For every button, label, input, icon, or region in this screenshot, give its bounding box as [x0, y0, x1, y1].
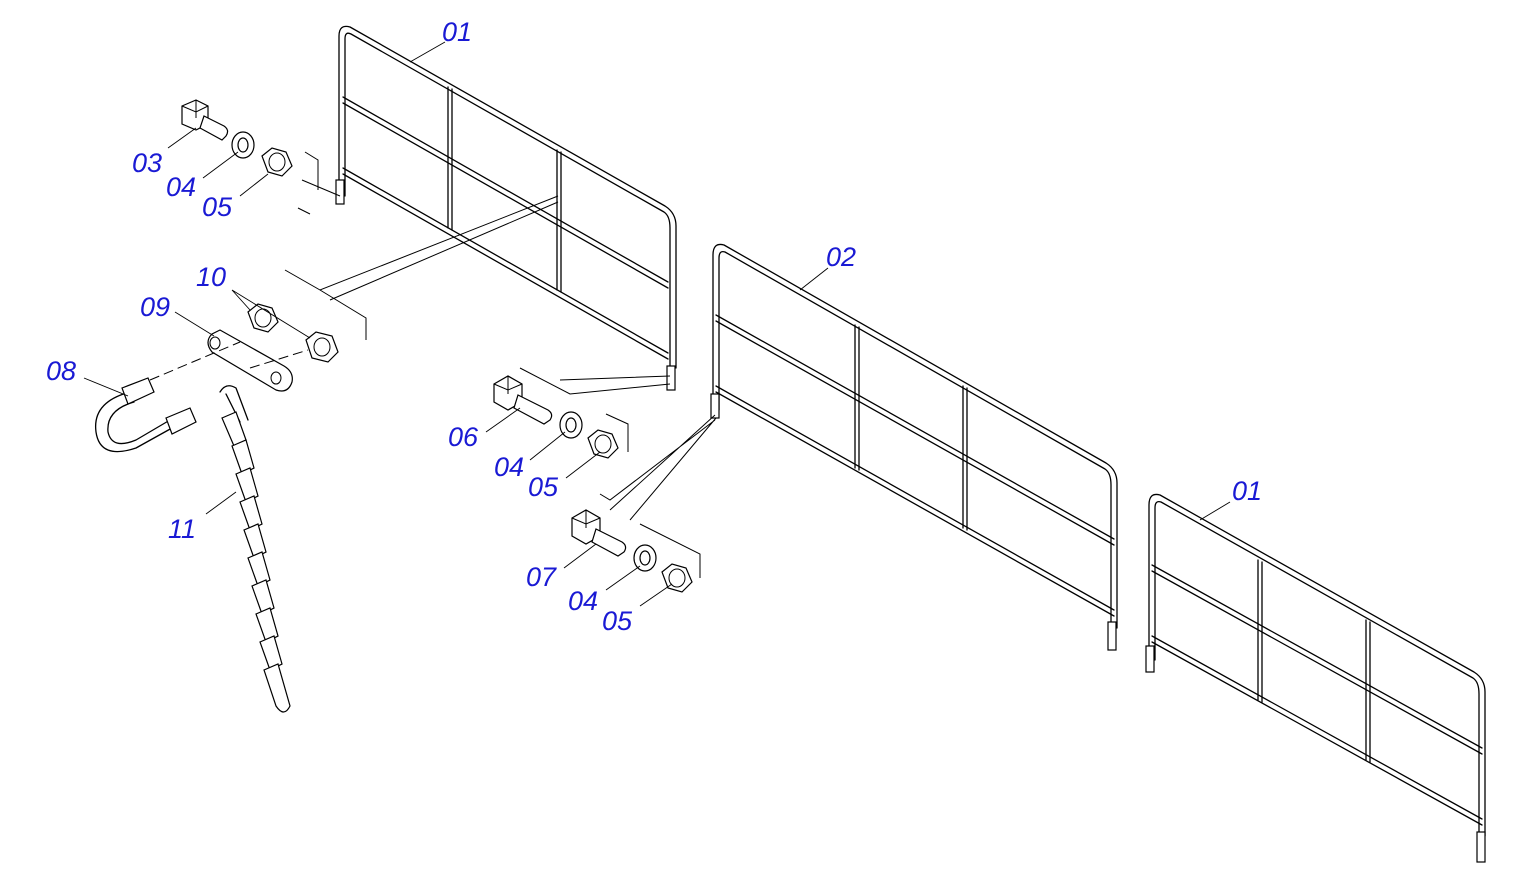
label-bolt-b: 06: [448, 422, 479, 452]
label-shackle: 08: [46, 356, 76, 386]
label-plate: 09: [140, 292, 170, 322]
label-bolt-a: 03: [132, 148, 162, 178]
shackle-chain-set: [95, 195, 559, 713]
label-plate-nuts: 10: [196, 262, 226, 292]
bolt-set-b: [493, 367, 671, 459]
nut-05-b: [587, 429, 619, 459]
nut-05-c: [661, 563, 693, 593]
washer-04-c: [633, 544, 657, 572]
label-washer-b: 04: [494, 452, 524, 482]
bolt-07: [571, 509, 627, 557]
washer-04-b: [559, 411, 583, 439]
label-bolt-c: 07: [526, 562, 557, 592]
bolt-06: [493, 375, 553, 425]
label-leaders: [83, 41, 1231, 607]
bolt-03: [181, 99, 229, 141]
railing-panel-right: [1145, 493, 1486, 863]
label-chain: 11: [168, 514, 196, 544]
plate-09: [207, 329, 293, 392]
label-washer-a: 04: [166, 172, 196, 202]
label-nut-c: 05: [602, 606, 633, 636]
nut-10-a: [247, 303, 279, 333]
washer-04-a: [231, 131, 255, 159]
label-rail-right: 01: [1232, 476, 1262, 506]
shackle-08: [95, 377, 197, 453]
bolt-set-a: [181, 99, 341, 215]
railing-panel-middle: [710, 243, 1118, 651]
label-rail-middle: 02: [826, 242, 856, 272]
nut-10-b: [305, 331, 339, 363]
nut-05-a: [261, 147, 293, 177]
railing-panel-top-left: [335, 25, 677, 391]
label-washer-c: 04: [568, 586, 598, 616]
label-rail-top-left: 01: [442, 17, 472, 47]
label-nut-a: 05: [202, 192, 233, 222]
chain-11: [219, 385, 291, 713]
part-labels: 01 02 01 03 04 05 10 09 08 11 06 04 05 0…: [46, 17, 1262, 636]
label-nut-b: 05: [528, 472, 559, 502]
bolt-set-c: [571, 414, 717, 593]
